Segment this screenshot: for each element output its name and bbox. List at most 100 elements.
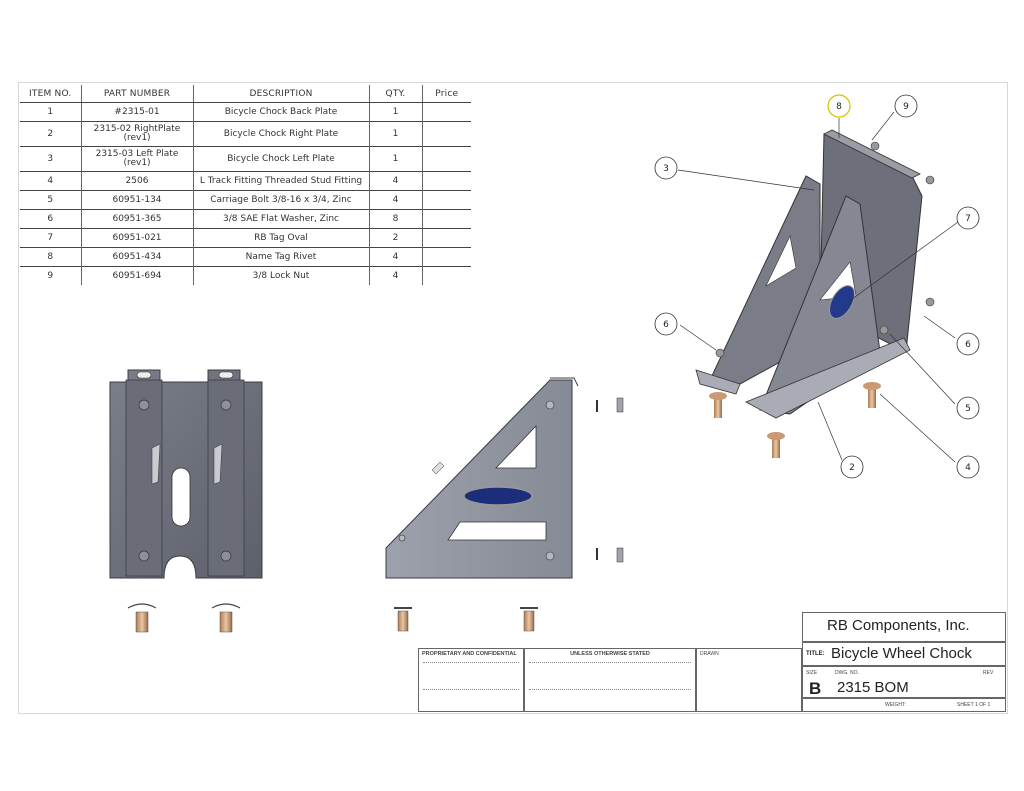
item-no: 6 [20, 209, 82, 229]
proprietary-heading: PROPRIETARY AND CONFIDENTIAL [422, 651, 517, 657]
balloon-4: 4 [956, 455, 980, 479]
part-number: 2315-03 Left Plate (rev1) [81, 146, 194, 172]
drawing-title: Bicycle Wheel Chock [831, 645, 972, 662]
balloon-2: 2 [840, 455, 864, 479]
svg-text:9: 9 [903, 102, 909, 112]
part-number: #2315-01 [81, 102, 194, 122]
company-name: RB Components, Inc. [827, 617, 970, 634]
qty: 4 [369, 266, 423, 285]
part-number: 60951-134 [81, 190, 194, 210]
item-no: 4 [20, 171, 82, 191]
tolerance-box: UNLESS OTHERWISE STATED [524, 648, 696, 712]
description: L Track Fitting Threaded Stud Fitting [193, 171, 370, 191]
size-label: SIZE [806, 670, 818, 676]
svg-text:6: 6 [965, 340, 971, 350]
part-number: 60951-434 [81, 247, 194, 267]
part-number: 60951-021 [81, 228, 194, 248]
svg-text:5: 5 [965, 404, 971, 414]
front-view-bolts [127, 603, 241, 633]
item-no: 5 [20, 190, 82, 210]
price [422, 247, 471, 267]
bom-table: ITEM NO. PART NUMBER DESCRIPTION QTY. Pr… [20, 85, 471, 285]
tolerance-heading: UNLESS OTHERWISE STATED [570, 651, 650, 657]
title-label: TITLE: [806, 651, 825, 657]
side-view-bolts [394, 607, 538, 632]
balloon-6: 6 [956, 332, 980, 356]
description: 3/8 Lock Nut [193, 266, 370, 285]
balloon-callouts: 8 9 3 7 6 6 5 2 4 [654, 94, 980, 479]
drawn-box: DRAWN [696, 648, 802, 712]
svg-text:4: 4 [965, 463, 971, 473]
item-no: 7 [20, 228, 82, 248]
balloon-6: 6 [654, 312, 678, 336]
item-no: 1 [20, 102, 82, 122]
size-dwg-box: SIZE B DWG. NO. 2315 BOM REV [802, 666, 1006, 698]
description: 3/8 SAE Flat Washer, Zinc [193, 209, 370, 229]
price [422, 266, 471, 285]
item-no: 3 [20, 146, 82, 172]
description: Carriage Bolt 3/8-16 x 3/4, Zinc [193, 190, 370, 210]
balloon-7: 7 [956, 206, 980, 230]
item-no: 9 [20, 266, 82, 285]
bom-header-row: ITEM NO. PART NUMBER DESCRIPTION QTY. Pr… [20, 85, 471, 103]
part-number: 2506 [81, 171, 194, 191]
balloon-3: 3 [654, 156, 678, 180]
price [422, 146, 471, 172]
part-number: 60951-694 [81, 266, 194, 285]
qty: 2 [369, 228, 423, 248]
description: Bicycle Chock Left Plate [193, 146, 370, 172]
qty: 4 [369, 171, 423, 191]
sheet-number: SHEET 1 OF 1 [957, 702, 991, 708]
svg-text:7: 7 [965, 214, 971, 224]
weight-label: WEIGHT: [885, 702, 906, 708]
qty: 4 [369, 247, 423, 267]
title-box: TITLE: Bicycle Wheel Chock [802, 642, 1006, 666]
front-view [109, 369, 263, 579]
drawing-number: 2315 BOM [837, 679, 909, 696]
description: Bicycle Chock Back Plate [193, 102, 370, 122]
sheet-size: B [809, 679, 822, 698]
dwg-no-label: DWG. NO. [835, 670, 859, 676]
qty: 1 [369, 146, 423, 172]
balloon-5: 5 [956, 396, 980, 420]
qty: 4 [369, 190, 423, 210]
svg-text:3: 3 [663, 164, 669, 174]
price [422, 121, 471, 147]
qty: 1 [369, 102, 423, 122]
isometric-exploded-view [677, 111, 959, 463]
price [422, 209, 471, 229]
qty: 1 [369, 121, 423, 147]
item-no: 8 [20, 247, 82, 267]
side-view [385, 377, 624, 579]
drawing-sheet-border [18, 82, 1008, 714]
item-no: 2 [20, 121, 82, 147]
rev-label: REV [983, 670, 994, 676]
svg-text:6: 6 [663, 320, 669, 330]
company-box: RB Components, Inc. [802, 612, 1006, 642]
proprietary-notice-box: PROPRIETARY AND CONFIDENTIAL [418, 648, 524, 712]
part-number: 60951-365 [81, 209, 194, 229]
balloon-9: 9 [894, 94, 918, 118]
drawn-label: DRAWN [700, 651, 719, 657]
balloon-8: 8 [827, 94, 851, 118]
description: RB Tag Oval [193, 228, 370, 248]
part-number: 2315-02 RightPlate (rev1) [81, 121, 194, 147]
price [422, 190, 471, 210]
price [422, 102, 471, 122]
price [422, 228, 471, 248]
price [422, 171, 471, 191]
description: Bicycle Chock Right Plate [193, 121, 370, 147]
svg-text:2: 2 [849, 463, 855, 473]
description: Name Tag Rivet [193, 247, 370, 267]
svg-text:8: 8 [836, 102, 842, 112]
